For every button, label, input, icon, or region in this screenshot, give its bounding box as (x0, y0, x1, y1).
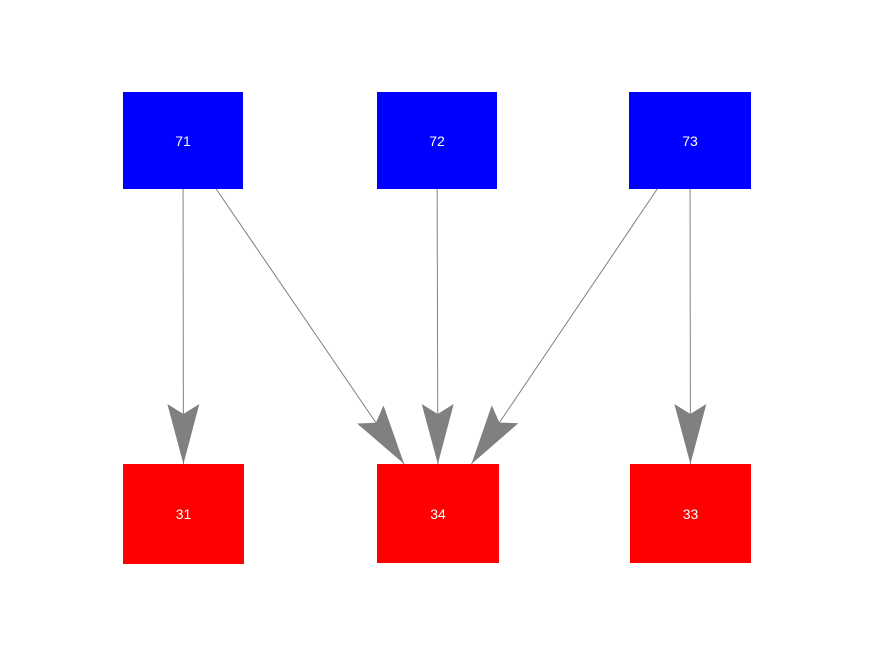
node-label: 33 (682, 505, 699, 522)
node-31: 31 (123, 464, 244, 564)
node-label: 72 (429, 132, 445, 149)
node-label: 34 (430, 505, 446, 522)
node-label: 73 (682, 132, 698, 149)
node-72: 72 (377, 92, 497, 189)
node-label: 31 (175, 506, 192, 522)
edge-72-to-34 (421, 188, 454, 465)
node-73: 73 (629, 92, 751, 189)
edge-73-to-34 (471, 188, 658, 465)
node-71: 71 (123, 92, 243, 189)
node-33: 33 (630, 464, 751, 563)
node-34: 34 (377, 464, 499, 563)
edge-71-to-34 (215, 188, 405, 465)
node-label: 71 (175, 132, 191, 149)
